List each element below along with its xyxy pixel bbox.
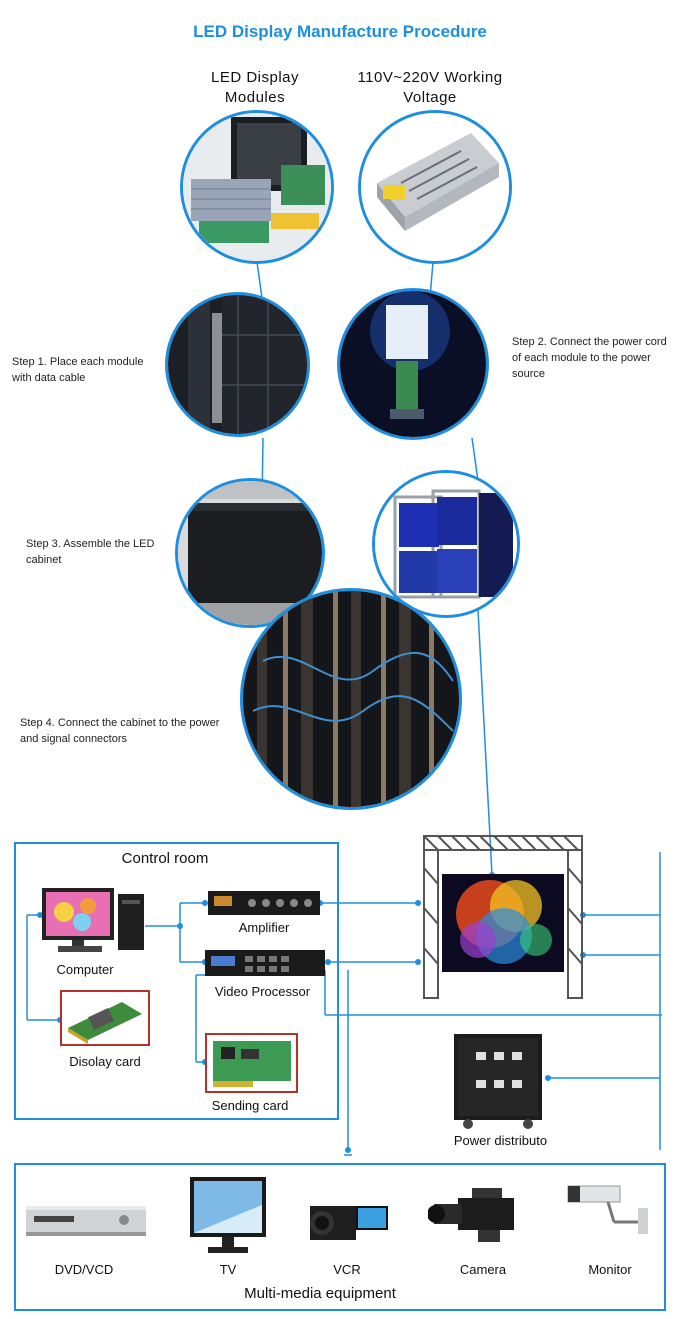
- column-head-voltage: 110V~220V Working Voltage: [357, 69, 503, 106]
- led-screen-truss: [423, 835, 583, 999]
- step2-circle: [337, 288, 489, 440]
- multimedia-title: Multi-media equipment: [244, 1285, 396, 1302]
- computer-label: Computer: [56, 962, 114, 977]
- step2-image: [340, 291, 486, 437]
- step1-text: Step 1. Place each module with data cabl…: [12, 356, 144, 384]
- camera-image: [428, 1188, 514, 1242]
- step1-circle: [165, 292, 310, 437]
- computer-image: [42, 888, 144, 952]
- step2-text: Step 2. Connect the power cord of each m…: [512, 336, 667, 380]
- step1-image: [168, 295, 307, 434]
- display-card-label: Disolay card: [69, 1054, 141, 1069]
- vcr-image: [310, 1206, 388, 1240]
- amplifier-image: [208, 891, 320, 915]
- dvd-image: [26, 1206, 146, 1236]
- column-head-modules: LED Display Modules: [210, 69, 300, 106]
- power-distributor-label: Power distributo: [453, 1133, 548, 1148]
- control-room-box: [14, 842, 339, 1120]
- display-card-image: [68, 1002, 142, 1044]
- step4-text: Step 4. Connect the cabinet to the power…: [20, 717, 220, 745]
- power-distributor-image: [454, 1034, 542, 1129]
- line-cabinet-screen: [477, 609, 493, 876]
- step4-image: [243, 591, 459, 807]
- sending-card-frame: [205, 1033, 298, 1093]
- monitor-camera-image: [567, 1185, 648, 1234]
- cabinet-circle: [372, 470, 520, 618]
- page-title: LED Display Manufacture Procedure: [193, 22, 487, 41]
- media-camera-label: Camera: [459, 1262, 507, 1277]
- media-monitor-label: Monitor: [588, 1262, 632, 1277]
- led-modules-circle: [180, 110, 334, 264]
- cabinet-image: [375, 473, 517, 615]
- sending-card-label: Sending card: [211, 1098, 289, 1113]
- media-tv-label: TV: [219, 1262, 237, 1277]
- tv-image: [190, 1177, 266, 1253]
- video-processor-label: Video Processor: [214, 984, 311, 999]
- sending-card-image: [213, 1041, 291, 1087]
- power-supply-image: [361, 113, 509, 261]
- amplifier-label: Amplifier: [238, 920, 290, 935]
- display-card-frame: [60, 990, 150, 1046]
- step4-circle: [240, 588, 462, 810]
- multimedia-box: [14, 1163, 666, 1311]
- video-processor-image: [205, 950, 325, 976]
- control-room-title: Control room: [121, 850, 209, 867]
- led-modules-image: [183, 113, 331, 261]
- media-dvd-label: DVD/VCD: [54, 1262, 114, 1277]
- step3-text: Step 3. Assemble the LED cabinet: [26, 538, 155, 566]
- power-supply-circle: [358, 110, 512, 264]
- media-vcr-label: VCR: [333, 1262, 361, 1277]
- step3-circle: [175, 478, 325, 628]
- line-modules-step1: [256, 261, 263, 299]
